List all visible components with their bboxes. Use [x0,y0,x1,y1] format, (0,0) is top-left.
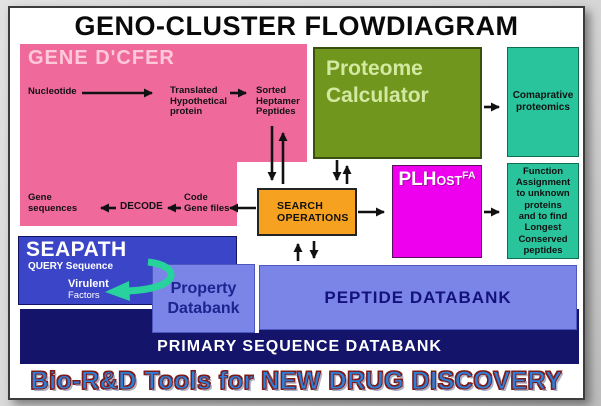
factors-label: Factors [68,290,100,301]
plhost-label: PLHOSTFA [398,169,476,190]
comparative-proteomics-box: Comaprative proteomics [507,47,579,157]
function-assignment-box: Function Assignment to unknown proteins … [507,163,579,259]
query-sequence-label: QUERY Sequence [28,261,114,272]
function-assignment-label: Function Assignment to unknown proteins … [515,165,571,256]
peptide-databank-box: PEPTIDE DATABANK [259,265,577,330]
code-gene-files-label: Code Gene files [184,192,230,214]
search-operations-box: SEARCH OPERATIONS [257,188,357,236]
seapath-title: SEAPATH [26,238,127,261]
gene-sequences-label: Gene sequences [28,192,78,214]
property-databank-box: Property Databank [152,264,255,333]
gene-dcfer-title: GENE D'CFER [28,47,175,69]
diagram-title: GENO-CLUSTER FLOWDIAGRAM [74,11,519,41]
property-databank-label: Property Databank [167,279,240,317]
primary-sequence-databank-label: PRIMARY SEQUENCE DATABANK [157,338,442,355]
comparative-proteomics-label: Comaprative proteomics [512,90,574,113]
banner-text: Bio-R&D Tools for NEW DRUG DISCOVERY [30,367,563,396]
decode-label: DECODE [120,201,163,212]
sorted-peptides-label: Sorted Heptamer Peptides [256,85,300,117]
virulent-label: Virulent [68,278,109,290]
proteome-calculator-title: Proteome Calculator [326,57,429,107]
plhost-box: PLHOSTFA [392,165,482,258]
property-databank-separator [255,264,259,333]
peptide-databank-label: PEPTIDE DATABANK [324,287,512,307]
gene-dcfer-box: GENE D'CFER Nucleotide Translated Hypoth… [20,44,307,226]
nucleotide-label: Nucleotide [28,86,77,97]
translated-protein-label: Translated Hypothetical protein [170,85,228,117]
proteome-calculator-box: Proteome Calculator [313,47,482,159]
search-operations-label: SEARCH OPERATIONS [277,199,349,225]
